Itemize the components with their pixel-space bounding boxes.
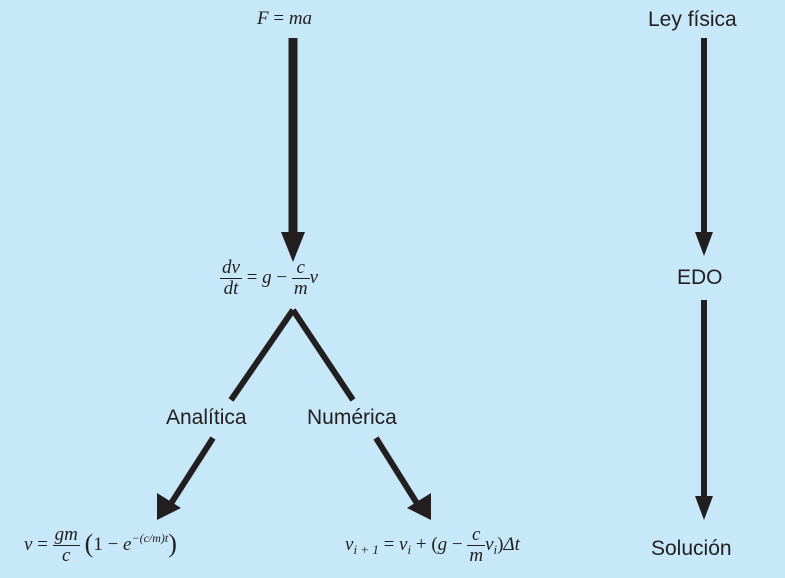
analytic-e: e: [123, 533, 132, 555]
analytic-minus: −: [107, 533, 119, 555]
equation-numeric: vi + 1 = vi + (g − c m vi)Δt: [345, 525, 520, 566]
numeric-v2: v: [399, 533, 408, 555]
ode-equals: =: [246, 266, 258, 288]
analytic-v: v: [24, 533, 33, 555]
numeric-minus: −: [451, 533, 463, 555]
newton-equals: =: [273, 8, 285, 29]
ode-minus: −: [276, 266, 288, 288]
analytic-fraction: gm c: [52, 524, 80, 566]
arrow-numerica: [373, 436, 421, 507]
newton-rhs: ma: [288, 8, 313, 29]
numeric-sub3: i: [493, 541, 498, 557]
equation-ode: dv dt = g − c m v: [220, 258, 318, 299]
arrowhead-law-to-ode: [281, 232, 305, 262]
label-numerica: Numérica: [307, 406, 397, 429]
arrowhead-edo-to-solucion: [695, 496, 713, 520]
arrowhead-analitica: [157, 493, 181, 520]
analytic-one: 1: [93, 533, 103, 555]
ode-ratio-num: c: [296, 257, 305, 278]
numeric-sub1: i + 1: [353, 541, 379, 557]
label-analitica: Analítica: [166, 406, 247, 429]
ode-g: g: [262, 266, 272, 288]
label-ley-fisica: Ley física: [648, 8, 737, 31]
numeric-ratio-den: m: [467, 544, 486, 566]
analytic-open-paren: (: [84, 528, 94, 558]
numeric-ratio-fraction: c m: [467, 524, 486, 566]
analytic-exponent: −(c/m)t: [131, 530, 169, 545]
numeric-v3: v: [485, 533, 494, 555]
branch-line-analitica: [228, 308, 296, 402]
label-edo: EDO: [677, 266, 723, 289]
label-solucion: Solución: [651, 537, 732, 560]
analytic-close-paren: ): [168, 528, 177, 558]
numeric-plus: +: [415, 533, 427, 555]
numeric-close-paren: ): [497, 533, 504, 555]
analytic-num: gm: [54, 524, 78, 545]
numeric-sub2: i: [407, 541, 412, 557]
equation-newton: F = ma: [257, 8, 312, 30]
equation-analytic: v = gm c (1 − e−(c/m)t): [24, 525, 177, 566]
numeric-open-paren: (: [431, 533, 438, 555]
ode-derivative-den: dt: [220, 277, 242, 299]
numeric-g: g: [437, 533, 448, 555]
ode-ratio-den: m: [291, 277, 310, 299]
newton-lhs: F: [257, 8, 269, 29]
numeric-equals: =: [383, 533, 395, 555]
ode-derivative-num: dv: [222, 257, 240, 278]
ode-v: v: [309, 266, 319, 288]
arrowhead-numerica: [407, 493, 431, 520]
ode-derivative-fraction: dv dt: [220, 258, 242, 299]
numeric-dt: Δt: [503, 533, 520, 555]
analytic-den: c: [52, 544, 80, 566]
arrowhead-ley-to-edo: [695, 232, 713, 256]
ode-ratio-fraction: c m: [291, 257, 310, 299]
arrow-analitica: [167, 436, 216, 507]
numeric-v1: v: [345, 533, 354, 555]
numeric-ratio-num: c: [472, 524, 481, 545]
analytic-equals: =: [37, 533, 48, 555]
branch-line-numerica: [290, 308, 356, 402]
